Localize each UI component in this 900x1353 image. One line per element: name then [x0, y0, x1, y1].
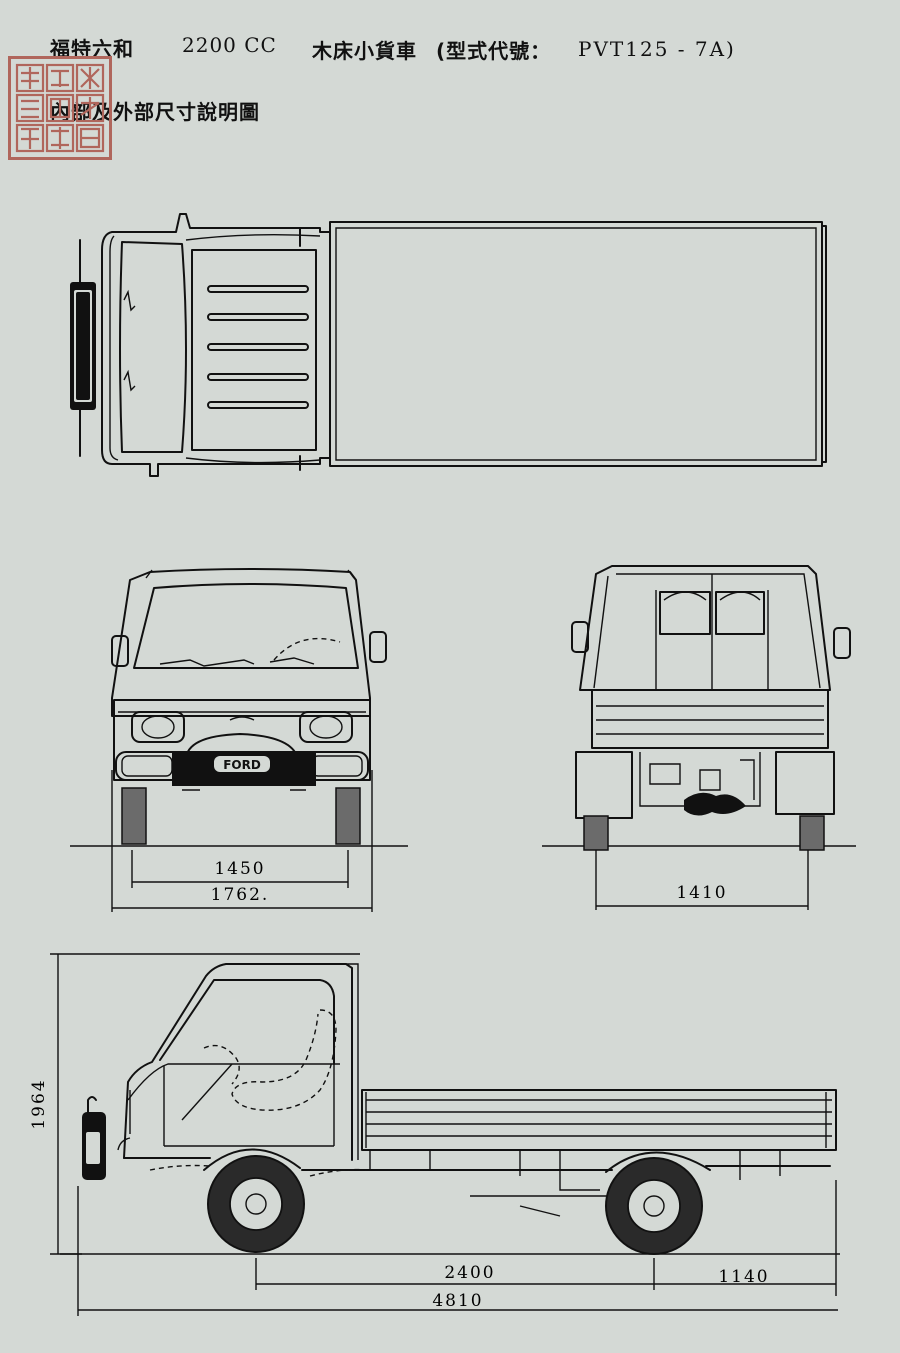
overall-width-dimension: 1762. — [211, 885, 270, 905]
header-body-type: 木床小貨車 — [312, 39, 417, 63]
rear-overhang-dimension: 1140 — [718, 1267, 769, 1287]
overall-length-dimension: 4810 — [432, 1291, 483, 1311]
rear-tread-dimension: 1410 — [676, 883, 727, 903]
top-view-drawing — [70, 213, 827, 477]
side-view-drawing: 1964 2400 1140 4810 — [29, 953, 840, 1316]
overall-height-dimension: 1964 — [29, 1078, 49, 1129]
wheelbase-dimension: 2400 — [444, 1263, 495, 1283]
company-seal — [8, 56, 112, 160]
header-model-code: PVT125 - 7A) — [578, 37, 736, 61]
ford-badge: FORD — [223, 758, 261, 772]
front-view-drawing: FORD 1450 1762. — [70, 568, 408, 912]
rear-view-drawing: 1410 — [542, 565, 856, 910]
header-engine: 2200 CC — [182, 33, 277, 57]
front-tread-dimension: 1450 — [214, 859, 265, 879]
header-model-prefix: (型式代號： — [436, 39, 552, 63]
